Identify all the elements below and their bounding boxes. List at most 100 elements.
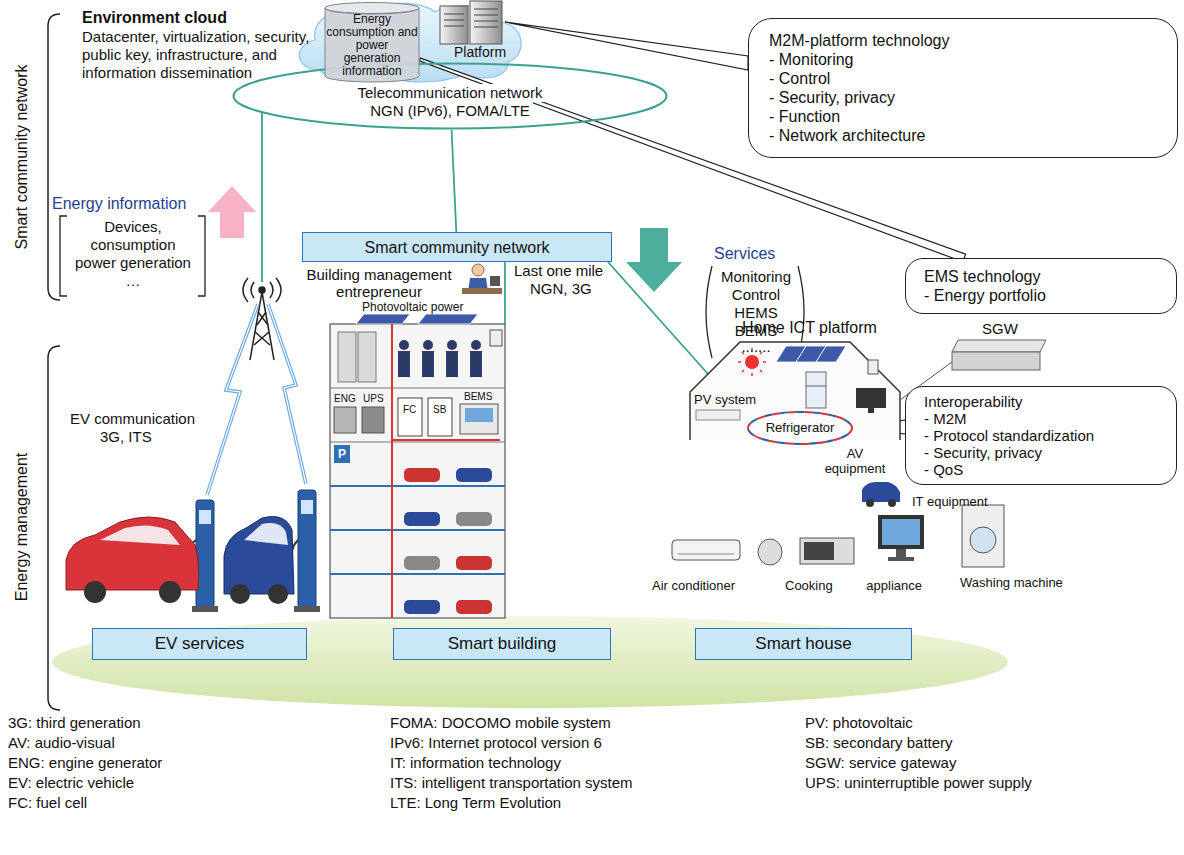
- building-figure: [456, 512, 492, 526]
- node-text: - QoS: [924, 461, 1158, 478]
- house-figure: [738, 361, 741, 363]
- building-figure: [330, 314, 505, 618]
- node-text-group: Smart building: [448, 634, 557, 654]
- person-figure: [490, 276, 500, 286]
- building-figure: [456, 600, 492, 614]
- list-bracket: [706, 266, 712, 358]
- building-figure: [338, 332, 356, 382]
- part-label: NGN, 3G: [530, 280, 592, 298]
- node-text: - Energy portfolio: [924, 286, 1158, 305]
- heading: Environment cloud: [82, 8, 227, 27]
- house-figure: [763, 361, 766, 363]
- cylinder-outline: [325, 3, 419, 14]
- antenna-tower: [251, 282, 254, 298]
- wireless-bolt: [207, 304, 258, 495]
- house-figure: [751, 373, 753, 376]
- abbreviation-note: LTE: Long Term Evolution: [390, 794, 561, 812]
- part-label: SGW: [982, 320, 1018, 338]
- building-figure: [456, 468, 492, 482]
- house-figure: [745, 355, 759, 369]
- building-figure: [422, 351, 434, 377]
- antenna-tower: [257, 312, 266, 325]
- appliance-icon: [882, 519, 920, 545]
- antenna-tower: [276, 278, 281, 302]
- network-ellipse: Telecommunication networkNGN (IPv6), FOM…: [232, 62, 668, 130]
- abbreviation-note: AV: audio-visual: [8, 734, 115, 752]
- list-bracket: [60, 216, 67, 296]
- appliance-icon: [868, 408, 874, 413]
- flow-label: Energy information: [52, 194, 186, 213]
- appliance-icon: [696, 410, 740, 420]
- service-box: EV services: [92, 628, 307, 660]
- server-icon: [474, 9, 498, 10]
- person-figure: [462, 264, 502, 294]
- house-figure: [952, 340, 1046, 352]
- part-label: Building management entrepreneur: [296, 266, 462, 300]
- part-label: 3G, ITS: [100, 428, 152, 446]
- appliance-icon: [862, 482, 900, 502]
- node-text: - Control: [769, 69, 1157, 88]
- section-label: Energy management: [12, 453, 31, 602]
- node-text: - Monitoring: [769, 50, 1157, 69]
- network-line: [261, 113, 263, 282]
- node-heading: EV services: [155, 634, 245, 654]
- house-figure: [868, 360, 878, 374]
- building-figure: [404, 556, 440, 570]
- abbreviation-note: ITS: intelligent transportation system: [390, 774, 633, 792]
- building-figure: [356, 314, 410, 324]
- person-figure: [462, 288, 502, 294]
- part-label: EV communication: [70, 410, 195, 428]
- callout-box: EMS technology- Energy portfolio: [905, 258, 1177, 314]
- antenna-tower: [259, 287, 265, 293]
- node-text: - M2M: [924, 410, 1158, 427]
- electric-car: [224, 517, 294, 595]
- house-figure: [796, 346, 806, 362]
- house-figure: [816, 346, 826, 362]
- house-figure: [776, 346, 846, 362]
- charging-station: [199, 510, 211, 524]
- abbreviation-note: IT: information technology: [390, 754, 561, 772]
- abbreviation-note: FC: fuel cell: [8, 794, 87, 812]
- list-item: Devices,: [66, 218, 200, 236]
- part-label: PV system: [694, 392, 756, 408]
- abbreviation-note: FOMA: DOCOMO mobile system: [390, 714, 611, 732]
- callout-box: Interoperability- M2M- Protocol standard…: [905, 386, 1177, 485]
- person-figure: [472, 264, 484, 276]
- part-label: BEMS: [464, 391, 492, 403]
- abbreviation-note: PV: photovoltaic: [805, 714, 913, 732]
- part-label: IT equipment: [912, 494, 988, 510]
- building-figure: [446, 351, 458, 377]
- appliance-icon: [962, 505, 1004, 567]
- appliance-icon: [748, 412, 852, 444]
- callout-box: M2M-platform technology- Monitoring- Con…: [748, 18, 1178, 158]
- node-text-group: Telecommunication networkNGN (IPv6), FOM…: [242, 84, 658, 120]
- part-label: UPS: [363, 393, 384, 405]
- node-text-group: Smart house: [755, 634, 851, 654]
- building-figure: [471, 340, 481, 350]
- wireless-bolt: [268, 304, 306, 484]
- building-figure: [330, 529, 505, 531]
- building-figure: [404, 512, 440, 526]
- appliance-icon: [672, 540, 740, 560]
- node-text-group: EV services: [155, 634, 245, 654]
- part-label: Refrigerator: [758, 420, 842, 436]
- building-figure: [391, 324, 393, 618]
- building-figure: [460, 404, 498, 434]
- antenna-tower: [255, 332, 270, 345]
- building-figure: [330, 573, 505, 575]
- node-text: - Protocol standardization: [924, 427, 1158, 444]
- part-label: ENG: [334, 393, 356, 405]
- server-icon: [474, 27, 498, 28]
- node-text-group: M2M-platform technology- Monitoring- Con…: [769, 31, 1157, 145]
- wireless-bolt: [268, 304, 306, 484]
- building-figure: [330, 485, 505, 487]
- flow-arrow: [626, 228, 682, 292]
- wireless-bolt: [207, 304, 306, 495]
- node-text: - Function: [769, 107, 1157, 126]
- charging-station: [196, 500, 214, 608]
- building-figure: [447, 340, 457, 350]
- charging-station: [294, 606, 320, 612]
- house-figure: [690, 342, 900, 440]
- appliance-icon: [896, 549, 906, 557]
- server-icon: [474, 15, 498, 16]
